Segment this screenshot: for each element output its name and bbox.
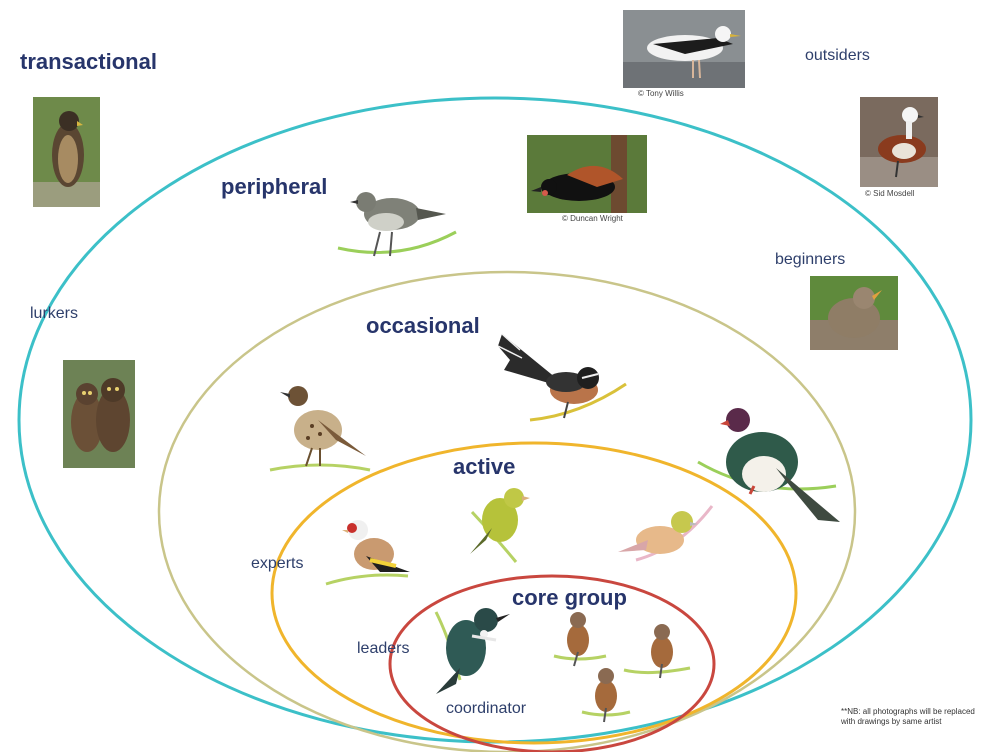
- sparrow-illustration-3: [582, 668, 630, 722]
- core-group-label: core group: [512, 585, 627, 611]
- tui-illustration: [436, 608, 510, 694]
- sparrow-illustration-2: [624, 624, 690, 678]
- greenfinch-illustration: [470, 488, 530, 562]
- occasional-label: occasional: [366, 313, 480, 339]
- goldfinch-illustration: [326, 520, 410, 584]
- transactional-label: transactional: [20, 49, 157, 75]
- fantail-illustration: [498, 334, 626, 420]
- coordinator-label: coordinator: [446, 700, 526, 718]
- thrush-illustration: [270, 386, 370, 470]
- warbler-illustration: [338, 192, 456, 256]
- lurkers-label: lurkers: [30, 305, 78, 323]
- sparrow-illustration-1: [554, 612, 606, 666]
- beginners-label: beginners: [775, 251, 845, 269]
- outsiders-label: outsiders: [805, 47, 870, 65]
- pigeon-illustration: [698, 408, 840, 522]
- chaffinch-illustration: [618, 506, 712, 560]
- photo-disclaimer-note: **NB: all photographs will be replaced w…: [841, 707, 990, 727]
- active-label: active: [453, 454, 515, 480]
- peripheral-label: peripheral: [221, 174, 327, 200]
- leaders-label: leaders: [357, 640, 409, 658]
- experts-label: experts: [251, 555, 303, 573]
